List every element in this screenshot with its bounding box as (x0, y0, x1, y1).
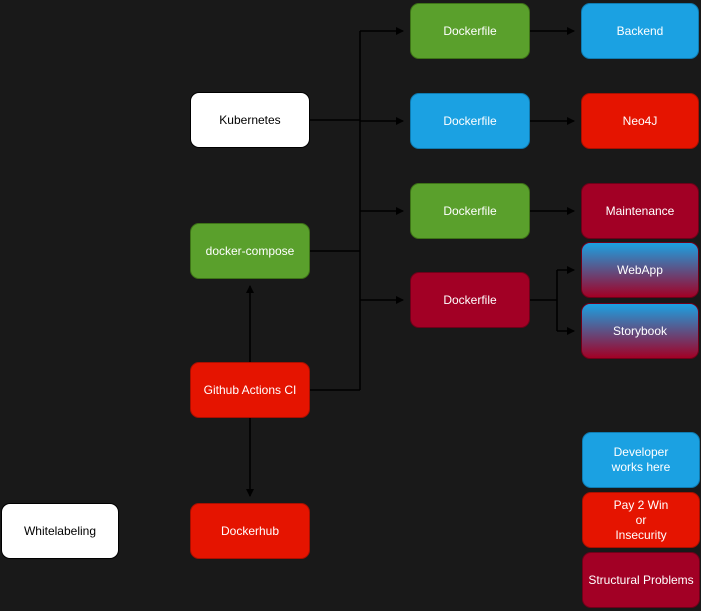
node-dockerfile-neo4j: Dockerfile (410, 93, 530, 149)
node-webapp: WebApp (581, 242, 699, 298)
node-docker-compose: docker-compose (190, 223, 310, 279)
legend-pay-2-win-or-insecurity: Pay 2 Win or Insecurity (582, 492, 700, 548)
node-dockerfile-webapp: Dockerfile (410, 272, 530, 328)
node-maintenance: Maintenance (581, 183, 699, 239)
node-kubernetes: Kubernetes (190, 92, 310, 148)
node-dockerhub: Dockerhub (190, 503, 310, 559)
node-github-actions-ci: Github Actions CI (190, 362, 310, 418)
node-dockerfile-backend: Dockerfile (410, 3, 530, 59)
legend-developer-works-here: Developer works here (582, 432, 700, 488)
node-whitelabeling: Whitelabeling (1, 503, 119, 559)
node-neo4j: Neo4J (581, 93, 699, 149)
node-storybook: Storybook (581, 303, 699, 359)
node-dockerfile-maintenance: Dockerfile (410, 183, 530, 239)
node-backend: Backend (581, 3, 699, 59)
legend-structural-problems: Structural Problems (582, 552, 700, 608)
